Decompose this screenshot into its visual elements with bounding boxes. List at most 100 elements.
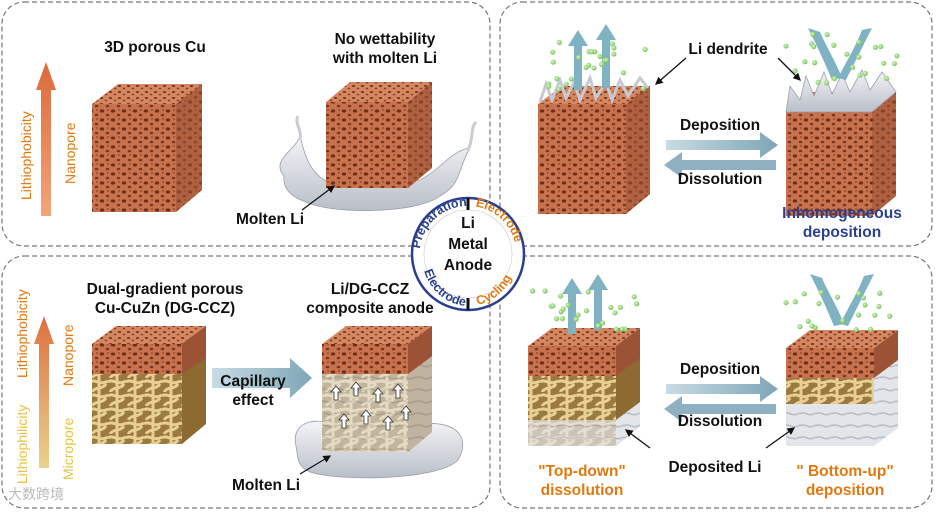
axis-micropore: Micropore [60, 417, 76, 480]
li-ion-dot [802, 59, 808, 65]
center-li: Li [461, 215, 475, 232]
li-ion-dot [815, 79, 821, 85]
li-ion-dot [599, 61, 605, 67]
li-ion-dot [608, 304, 614, 311]
molten-li-pointer-bottom [299, 455, 332, 475]
li-ion-dot [619, 326, 625, 332]
li-ion-dot [603, 57, 609, 63]
li-ion-dot [583, 64, 589, 71]
li-ion-dot [824, 80, 830, 86]
li-ion-arrow [562, 278, 582, 334]
infiltration-arrow [350, 381, 362, 397]
li-ion-dot [872, 44, 878, 50]
li-ion-dot [573, 316, 579, 322]
infiltration-arrow [360, 409, 372, 425]
li-ion-dot [857, 72, 863, 78]
li-ion-arrow [838, 28, 872, 80]
li-ion-dot [883, 75, 890, 82]
label-top-down: "Top-down" dissolution [538, 463, 626, 499]
label-inhomogeneous: Inhomogeneous deposition [782, 205, 902, 241]
li-ion-dot [563, 81, 569, 87]
li-ion-dot [568, 76, 574, 82]
li-ion-dot [816, 300, 822, 307]
li-ion-dot [556, 39, 562, 46]
infiltration-arrow [400, 405, 412, 421]
li-ion-dot [640, 85, 646, 92]
li-ion-dot [801, 291, 807, 297]
li-ion-dot [872, 312, 878, 318]
title-composite: Li/DG-CCZ composite anode [306, 281, 434, 317]
li-ion-dot [589, 49, 595, 55]
dg-ccz-cube [92, 326, 206, 444]
li-ion-dot [881, 60, 887, 66]
axis-lithiophobicity: Lithiophobicity [18, 111, 34, 200]
deposition-arrow-bottom [666, 376, 778, 402]
li-ion-dot [878, 43, 884, 50]
li-ion-dot [792, 68, 798, 74]
li-ion-dot [810, 31, 816, 37]
deposited-pointer-right [765, 427, 796, 449]
cube-topdown [528, 328, 640, 446]
li-ion-dot [612, 310, 618, 316]
axis-nanopore-2: Nanopore [60, 324, 76, 387]
li-ion-dot [783, 299, 789, 306]
center-metal: Metal [448, 236, 488, 253]
label-deposited-li: Deposited Li [668, 459, 762, 476]
li-ion-dot [831, 75, 838, 82]
li-ion-dot [554, 76, 560, 82]
label-molten-li-bottom: Molten Li [231, 477, 301, 494]
infiltration-arrow [372, 387, 384, 403]
molten-li-pointer [301, 185, 336, 211]
li-ion-dot [557, 293, 564, 299]
li-ion-dot [818, 289, 824, 295]
label-li-dendrite: Li dendrite [688, 41, 768, 58]
li-ion-dot [856, 39, 862, 45]
li-ion-dot [597, 53, 603, 60]
title-no-wettability: No wettability with molten Li [332, 31, 438, 67]
li-ion-dot [556, 86, 562, 92]
label-deposition-bottom: Deposition [679, 361, 761, 378]
watermark: 大数跨境 [8, 487, 64, 503]
infiltration-arrow [392, 383, 404, 399]
wetting-cube [326, 82, 432, 188]
li-ion-dot [856, 312, 862, 318]
li-ion-dot [611, 51, 617, 57]
li-ion-dot [856, 290, 862, 297]
center-ring: Preparation Electrode Electrode Cycling [409, 195, 526, 312]
capillary-arrow [212, 358, 312, 398]
li-ion-dot [824, 32, 830, 38]
dendrite-pointer-right [777, 57, 801, 81]
cube-bottomup [786, 330, 898, 446]
li-ion-dot [634, 301, 640, 307]
li-ion-dot [894, 53, 900, 59]
center-anode: Anode [443, 257, 493, 274]
li-ion-dot [575, 312, 581, 318]
li-ion-dot [631, 294, 637, 300]
li-ion-dot [583, 308, 590, 314]
li-ion-dot [529, 288, 536, 294]
cube-dendrite-left [538, 73, 650, 214]
li-ion-arrow [588, 274, 608, 330]
li-ion-dot [553, 316, 560, 322]
li-ion-dot [809, 323, 815, 329]
li-ion-dot [887, 313, 893, 319]
infiltration-arrow [382, 415, 394, 431]
li-ion-arrow [810, 274, 844, 326]
li-ion-dot [831, 42, 837, 48]
label-dissolution: Dissolution [677, 171, 763, 188]
li-ion-dot [867, 326, 874, 332]
li-ion-dot [620, 70, 627, 76]
li-ion-dots [546, 31, 900, 92]
lithiophobicity-arrow [36, 62, 56, 216]
li-ion-dot [812, 60, 818, 66]
li-ion-dot [560, 306, 566, 312]
label-molten-li: Molten Li [235, 211, 305, 228]
li-ion-dot [565, 302, 571, 308]
label-capillary: Capillary effect [220, 373, 286, 409]
dissolution-arrow-bottom [664, 396, 776, 422]
li-ion-dot [617, 304, 623, 310]
panel-top-left [1, 1, 491, 247]
li-ion-dot [811, 43, 817, 50]
panel-top-right [499, 1, 933, 247]
li-ion-arrow [596, 24, 616, 88]
